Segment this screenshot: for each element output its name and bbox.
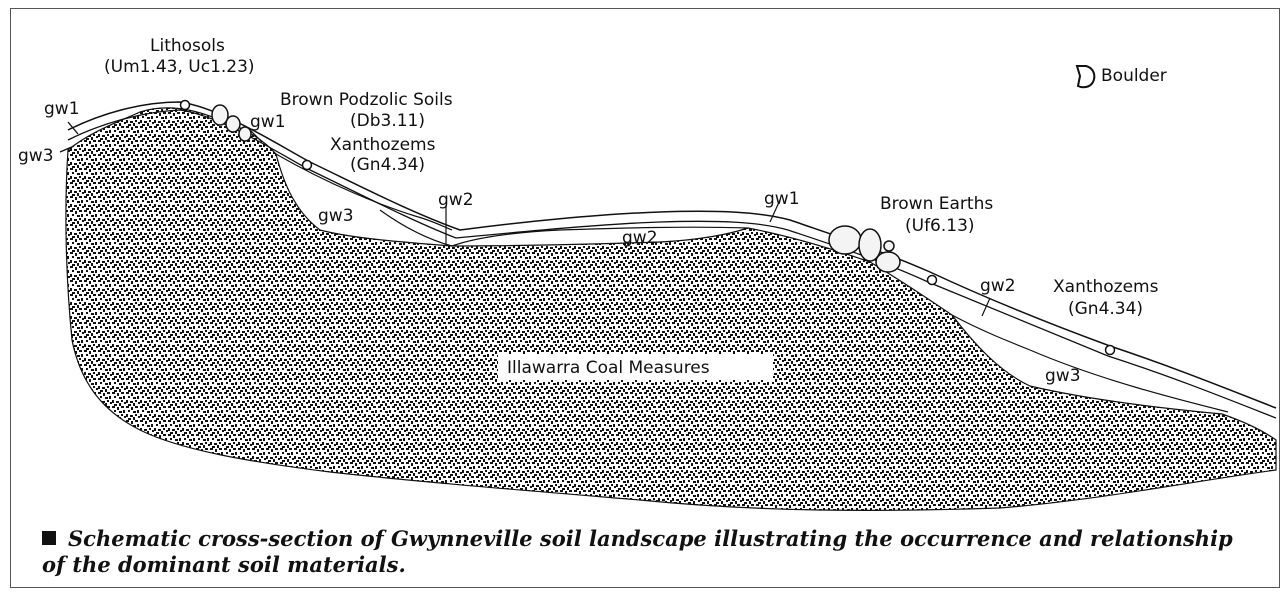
lithosols-code: (Um1.43, Uc1.23) bbox=[104, 57, 255, 77]
gw2-valley-label: gw2 bbox=[622, 228, 658, 248]
figure-caption: Schematic cross-section of Gwynneville s… bbox=[42, 526, 1262, 578]
xanthozems-lower-code: (Gn4.34) bbox=[1068, 299, 1143, 319]
gw1-left-tick bbox=[68, 122, 78, 134]
caption-text: Schematic cross-section of Gwynneville s… bbox=[42, 526, 1233, 577]
brown-earths-name: Brown Earths bbox=[880, 194, 993, 214]
gw1-left-label: gw1 bbox=[44, 99, 80, 119]
profile-marker bbox=[181, 101, 190, 110]
brown-podzolic-code: (Db3.11) bbox=[350, 111, 425, 131]
gw1-ridge-label: gw1 bbox=[764, 189, 800, 209]
boulder-legend-icon bbox=[1077, 66, 1094, 87]
lithosols-name: Lithosols bbox=[150, 36, 225, 56]
bedrock-label: Illawarra Coal Measures bbox=[507, 358, 710, 378]
xanthozems-upper-name: Xanthozems bbox=[330, 135, 436, 155]
profile-marker bbox=[1106, 346, 1115, 355]
gw3-mid-label: gw3 bbox=[318, 206, 354, 226]
gw1-crest-label: gw1 bbox=[250, 112, 286, 132]
gw2-mid-label: gw2 bbox=[438, 190, 474, 210]
brown-earths-code: (Uf6.13) bbox=[905, 216, 975, 236]
caption-bullet bbox=[42, 531, 56, 545]
gw3-left-label: gw3 bbox=[18, 146, 54, 166]
gw2-lower-label: gw2 bbox=[980, 276, 1016, 296]
xanthozems-lower-name: Xanthozems bbox=[1053, 277, 1159, 297]
boulder-legend-label: Boulder bbox=[1101, 66, 1167, 86]
profile-marker bbox=[928, 276, 937, 285]
gw3-lower-label: gw3 bbox=[1045, 366, 1081, 386]
brown-podzolic-name: Brown Podzolic Soils bbox=[280, 90, 453, 110]
xanthozems-upper-code: (Gn4.34) bbox=[350, 155, 425, 175]
profile-marker bbox=[303, 161, 312, 170]
